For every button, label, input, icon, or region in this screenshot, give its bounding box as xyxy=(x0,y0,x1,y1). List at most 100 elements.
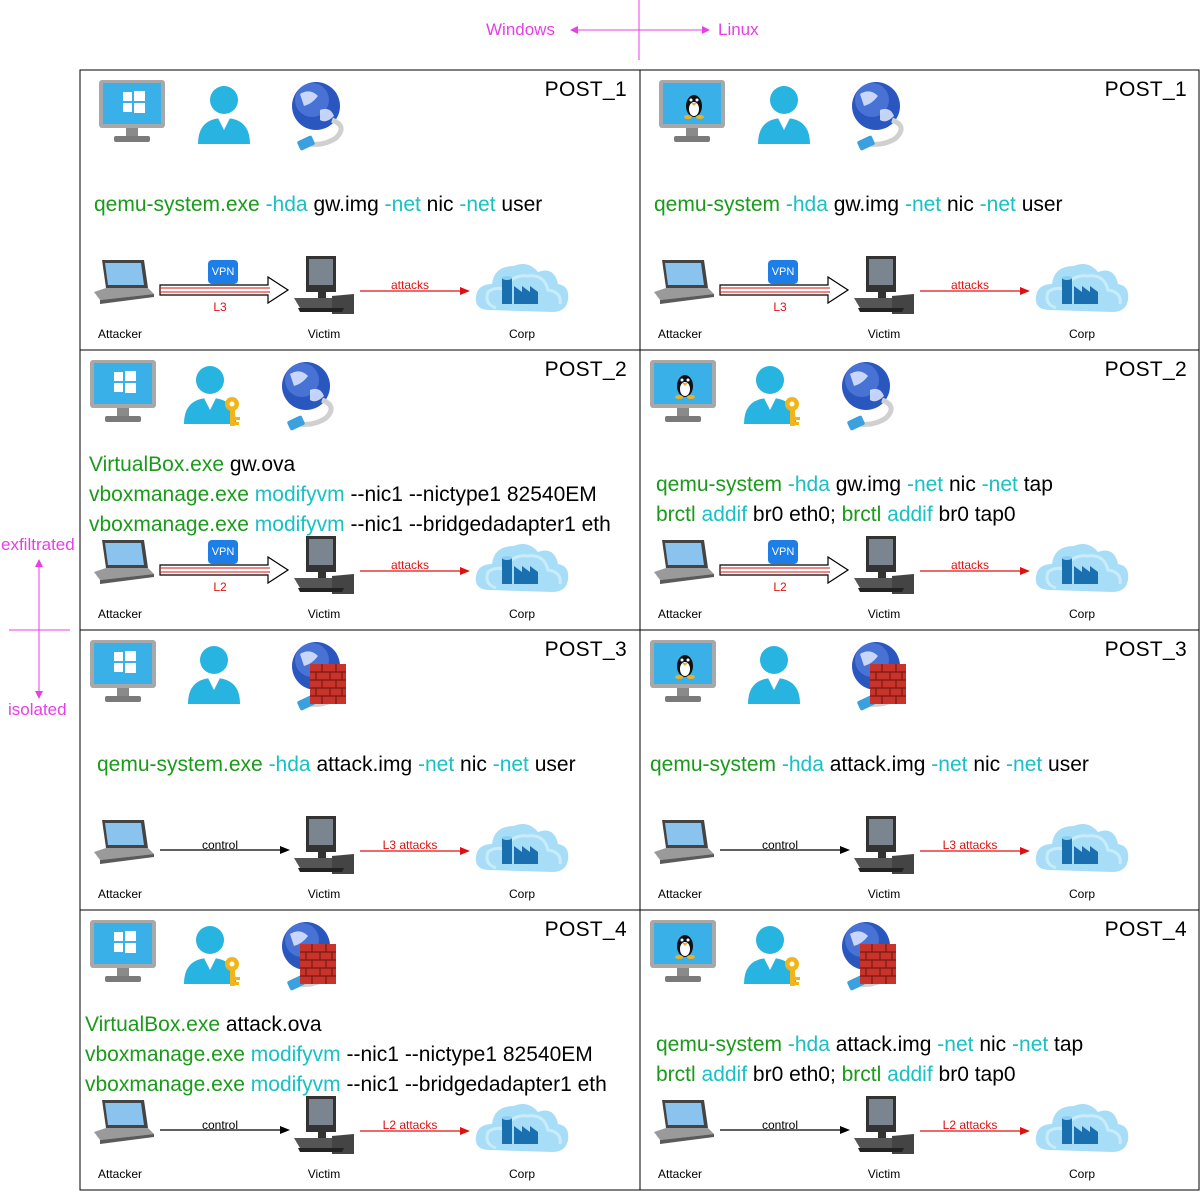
command-option: -net xyxy=(981,473,1024,496)
command-arg: tap xyxy=(1023,473,1053,496)
command-arg: gw.img xyxy=(313,193,385,216)
victim-computer-icon xyxy=(292,536,356,601)
command-option: -hda xyxy=(268,753,317,776)
link-label: control xyxy=(201,1118,239,1132)
attacker-label: Attacker xyxy=(97,887,142,901)
internet-firewall-icon xyxy=(288,640,352,717)
command-option: -net xyxy=(937,1033,980,1056)
attacks-arrow xyxy=(360,847,470,855)
command-arg: gw.img xyxy=(833,193,905,216)
command-name: brctl xyxy=(841,503,888,526)
corp-cloud-icon xyxy=(472,536,572,605)
attacker-label: Attacker xyxy=(657,327,702,341)
exfiltration-axis-arrow xyxy=(9,559,70,699)
vpn-tunnel-arrow xyxy=(719,555,850,585)
command-option: -net xyxy=(906,473,949,496)
internet-firewall-icon xyxy=(278,920,342,997)
command-line: qemu-system -hda gw.img -net nic -net ta… xyxy=(656,470,1053,500)
command-arg: attack.img xyxy=(835,1033,938,1056)
internet-globe-icon xyxy=(838,360,902,437)
control-arrow xyxy=(160,846,290,854)
victim-label: Victim xyxy=(867,607,901,621)
command-arg: gw.img xyxy=(835,473,907,496)
command-option: -net xyxy=(931,753,974,776)
command-arg: --nic1 --nictype1 82540EM xyxy=(350,483,597,506)
user-icon xyxy=(196,82,260,151)
link-label: L2 xyxy=(213,580,227,594)
control-arrow xyxy=(720,846,850,854)
vpn-badge: VPN xyxy=(208,540,238,564)
post-label: POST_2 xyxy=(544,358,627,381)
linux-monitor-icon xyxy=(648,358,718,429)
command-arg: nic xyxy=(460,753,493,776)
internet-globe-icon xyxy=(288,80,352,157)
corp-cloud-icon xyxy=(1032,816,1132,885)
command-name: VirtualBox.exe xyxy=(85,1013,226,1036)
control-arrow xyxy=(160,1126,290,1134)
attacker-label: Attacker xyxy=(657,887,702,901)
command-arg: br0 eth0; xyxy=(752,1063,842,1086)
command-option: -net xyxy=(904,193,947,216)
command-option: -net xyxy=(979,193,1022,216)
attacker-laptop-icon xyxy=(92,1098,156,1151)
command-line: qemu-system -hda attack.img -net nic -ne… xyxy=(656,1030,1083,1060)
command-name: qemu-system xyxy=(656,1033,788,1056)
command-line: qemu-system.exe -hda gw.img -net nic -ne… xyxy=(94,190,542,220)
attacker-laptop-icon xyxy=(652,818,716,871)
user-with-key-icon xyxy=(182,922,246,991)
vpn-tunnel-arrow xyxy=(159,275,290,305)
attacks-arrow xyxy=(920,567,1030,575)
corp-cloud-icon xyxy=(1032,256,1132,325)
corp-label: Corp xyxy=(1068,887,1095,901)
cell-post_1-linux: POST_1 qemu-system -hda gw.img -net nic … xyxy=(640,70,1200,350)
corp-label: Corp xyxy=(508,1167,535,1181)
command-option: -net xyxy=(384,193,427,216)
attacks-arrow xyxy=(360,287,470,295)
attacks-label: L3 attacks xyxy=(942,838,998,852)
attacks-label: attacks xyxy=(950,278,989,292)
vpn-badge: VPN xyxy=(768,540,798,564)
command-line: vboxmanage.exe modifyvm --nic1 --nictype… xyxy=(85,1040,593,1070)
vpn-badge: VPN xyxy=(208,260,238,284)
command-line: VirtualBox.exe attack.ova xyxy=(85,1010,322,1040)
vpn-tunnel-arrow xyxy=(159,555,290,585)
command-option: modifyvm xyxy=(250,1073,347,1096)
command-line: vboxmanage.exe modifyvm --nic1 --bridged… xyxy=(89,510,611,540)
attacker-laptop-icon xyxy=(652,1098,716,1151)
post-label: POST_2 xyxy=(1104,358,1187,381)
command-option: addif xyxy=(701,1063,753,1086)
command-arg: gw.ova xyxy=(229,453,296,476)
command-line: brctl addif br0 eth0; brctl addif br0 ta… xyxy=(656,1060,1016,1090)
corp-cloud-icon xyxy=(472,1096,572,1165)
victim-computer-icon xyxy=(852,1096,916,1161)
command-name: qemu-system xyxy=(654,193,786,216)
command-option: -net xyxy=(492,753,535,776)
command-name: brctl xyxy=(656,1063,702,1086)
command-name: VirtualBox.exe xyxy=(89,453,230,476)
windows-monitor-icon xyxy=(88,358,158,429)
victim-computer-icon xyxy=(852,536,916,601)
attacker-laptop-icon xyxy=(92,818,156,871)
victim-computer-icon xyxy=(292,816,356,881)
command-arg: user xyxy=(1048,753,1089,776)
link-label: control xyxy=(761,1118,799,1132)
user-icon xyxy=(186,642,250,711)
attacks-label: attacks xyxy=(390,278,429,292)
victim-label: Victim xyxy=(867,1167,901,1181)
command-line: qemu-system -hda gw.img -net nic -net us… xyxy=(654,190,1063,220)
corp-label: Corp xyxy=(1068,607,1095,621)
cell-post_4-linux: POST_4 qemu-system -hda attack.img -net xyxy=(640,910,1200,1190)
attacks-label: attacks xyxy=(950,558,989,572)
vpn-tunnel-arrow xyxy=(719,275,850,305)
control-arrow xyxy=(720,1126,850,1134)
corp-cloud-icon xyxy=(472,256,572,325)
command-option: -net xyxy=(1012,1033,1055,1056)
command-option: addif xyxy=(887,1063,939,1086)
corp-cloud-icon xyxy=(1032,1096,1132,1165)
link-label: L3 xyxy=(773,300,787,314)
cell-post_3-linux: POST_3 qemu-system -hda attack.img -net … xyxy=(640,630,1200,910)
command-option: -hda xyxy=(787,1033,836,1056)
corp-label: Corp xyxy=(508,887,535,901)
command-name: vboxmanage.exe xyxy=(85,1073,251,1096)
